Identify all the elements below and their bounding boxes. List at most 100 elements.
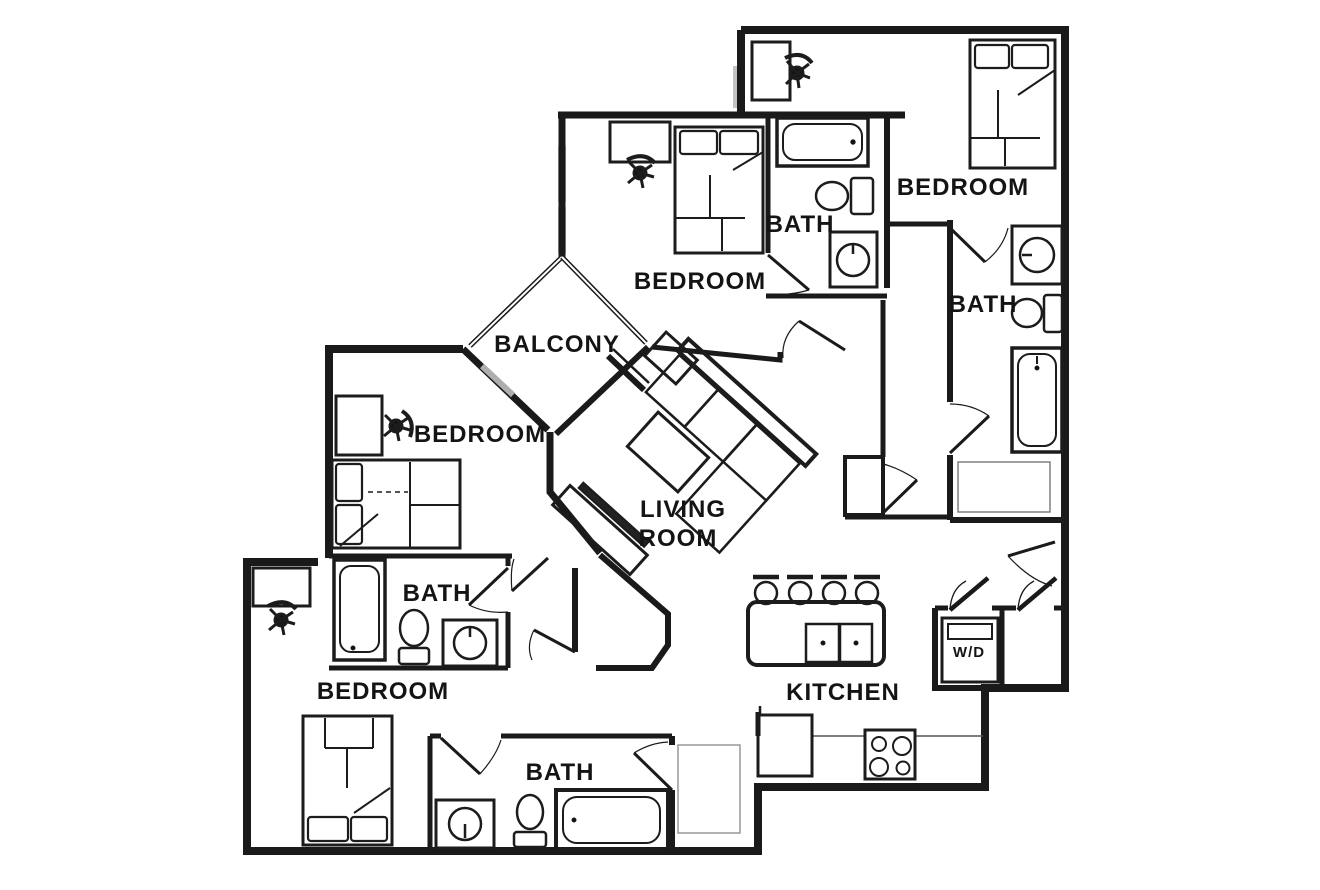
wall-living-ne	[651, 344, 783, 363]
toilet-top-middle	[814, 176, 875, 216]
pillow	[678, 129, 719, 156]
washer-dryer	[940, 616, 1000, 684]
room-label-bedroom-top-middle: BEDROOM	[634, 268, 766, 295]
wall-midleft-outer	[325, 345, 463, 558]
door-vestibule-closet	[881, 463, 919, 515]
bathtub-bottom	[554, 788, 670, 852]
wall-laundry	[932, 608, 1065, 691]
toilet-right	[1010, 293, 1064, 334]
room-label-bedroom-middle-left: BEDROOM	[414, 421, 546, 448]
bathtub-right	[1010, 346, 1064, 454]
closet-shelf-right	[957, 461, 1051, 513]
doors	[439, 224, 1056, 792]
room-label-laundry: W/D	[953, 644, 985, 661]
outer-wall	[243, 26, 1069, 855]
sink-right	[1010, 224, 1064, 286]
door-bath-middle-left	[467, 566, 510, 613]
blanket-fold	[1017, 69, 1056, 96]
office-chair-top-right	[784, 52, 814, 89]
bifold-arc-2	[1017, 580, 1035, 611]
door-entry	[632, 741, 674, 792]
balcony-railing	[468, 255, 648, 348]
vestibule-closet	[843, 455, 885, 517]
door-laundry-hall	[1007, 540, 1056, 587]
blanket-fold	[339, 513, 379, 547]
room-label-bedroom-top-right: BEDROOM	[897, 174, 1029, 201]
armchair	[642, 329, 700, 387]
pillow	[973, 43, 1011, 70]
sink-top-middle	[828, 230, 879, 289]
walls	[243, 26, 1069, 855]
room-label-balcony: BALCONY	[494, 331, 620, 358]
coffee-table	[625, 410, 711, 494]
pillow	[718, 129, 760, 156]
sink-bottom	[434, 798, 496, 850]
bed-middle-left	[330, 458, 462, 550]
blanket-fold	[732, 151, 764, 171]
pillow	[334, 462, 364, 503]
bed-top-middle	[673, 125, 765, 255]
bar-stool	[753, 574, 779, 606]
door-bath-right	[948, 403, 991, 455]
room-label-bath-bottom: BATH	[526, 759, 595, 786]
wall-pentagon	[596, 552, 671, 671]
island-sink-basin	[838, 622, 874, 664]
sink-middle-left	[441, 618, 499, 668]
room-labels: BEDROOM BATH BEDROOM BATH BALCONY BEDROO…	[317, 174, 1029, 786]
bed-bottom-left	[301, 714, 394, 847]
bathtub-top-middle	[775, 116, 870, 168]
sliding-door-dark2	[612, 348, 650, 384]
sliding-door-gray	[479, 363, 516, 398]
bar-stools	[753, 574, 880, 606]
kitchen-island	[746, 600, 886, 667]
refrigerator	[756, 706, 814, 778]
bar-stool	[854, 574, 880, 606]
door-bath-bottom	[439, 736, 502, 776]
tv-stand	[550, 481, 651, 577]
desk-middle-left	[334, 394, 384, 457]
stove	[863, 728, 917, 781]
sectional-sofa	[644, 336, 820, 555]
tv	[577, 481, 651, 549]
door-bedroom-top-right	[946, 224, 1009, 264]
desk-bottom-left	[251, 566, 312, 608]
toilet-bottom	[512, 793, 548, 849]
bathtub-middle-left	[332, 558, 387, 662]
sliding-door-dark	[605, 353, 647, 393]
office-chair-bottom-left	[267, 600, 298, 636]
room-label-living-line1: LIVING	[640, 496, 726, 523]
wall-living-diagonal	[553, 344, 651, 437]
room-label-bath-top-middle: BATH	[766, 211, 835, 238]
bar-stool	[787, 574, 813, 606]
sofa-cushion	[682, 388, 759, 464]
bar-stool	[821, 574, 847, 606]
room-label-bath-right: BATH	[949, 291, 1018, 318]
desk-top-middle	[608, 120, 672, 164]
bifold-door-2	[1016, 576, 1058, 612]
room-label-bedroom-bottom-left: BEDROOM	[317, 678, 449, 705]
pillow	[306, 815, 350, 843]
pillow	[1010, 43, 1050, 70]
bifold-door-1	[948, 576, 990, 612]
blanket-fold	[353, 787, 391, 814]
toilet-middle-left	[397, 608, 431, 666]
bed-top-right	[968, 38, 1057, 170]
room-label-bath-middle-left: BATH	[403, 580, 472, 607]
desk-top-right	[750, 40, 792, 102]
door-living-upper	[782, 319, 846, 359]
room-label-living-line2: ROOM	[639, 525, 718, 552]
pillow	[349, 815, 389, 843]
office-chair-middle-left	[383, 409, 414, 442]
door-bedroom-middle-left	[510, 556, 550, 593]
door-bath-top-middle	[767, 253, 810, 296]
room-label-kitchen: KITCHEN	[786, 679, 900, 706]
pillow	[334, 503, 364, 546]
office-chair-top-middle	[626, 154, 657, 189]
sofa-back	[674, 336, 820, 469]
sofa-cushion	[721, 422, 802, 503]
bifold-arc-1	[949, 580, 967, 611]
furniture	[251, 38, 1064, 852]
entry-mat	[677, 744, 741, 834]
